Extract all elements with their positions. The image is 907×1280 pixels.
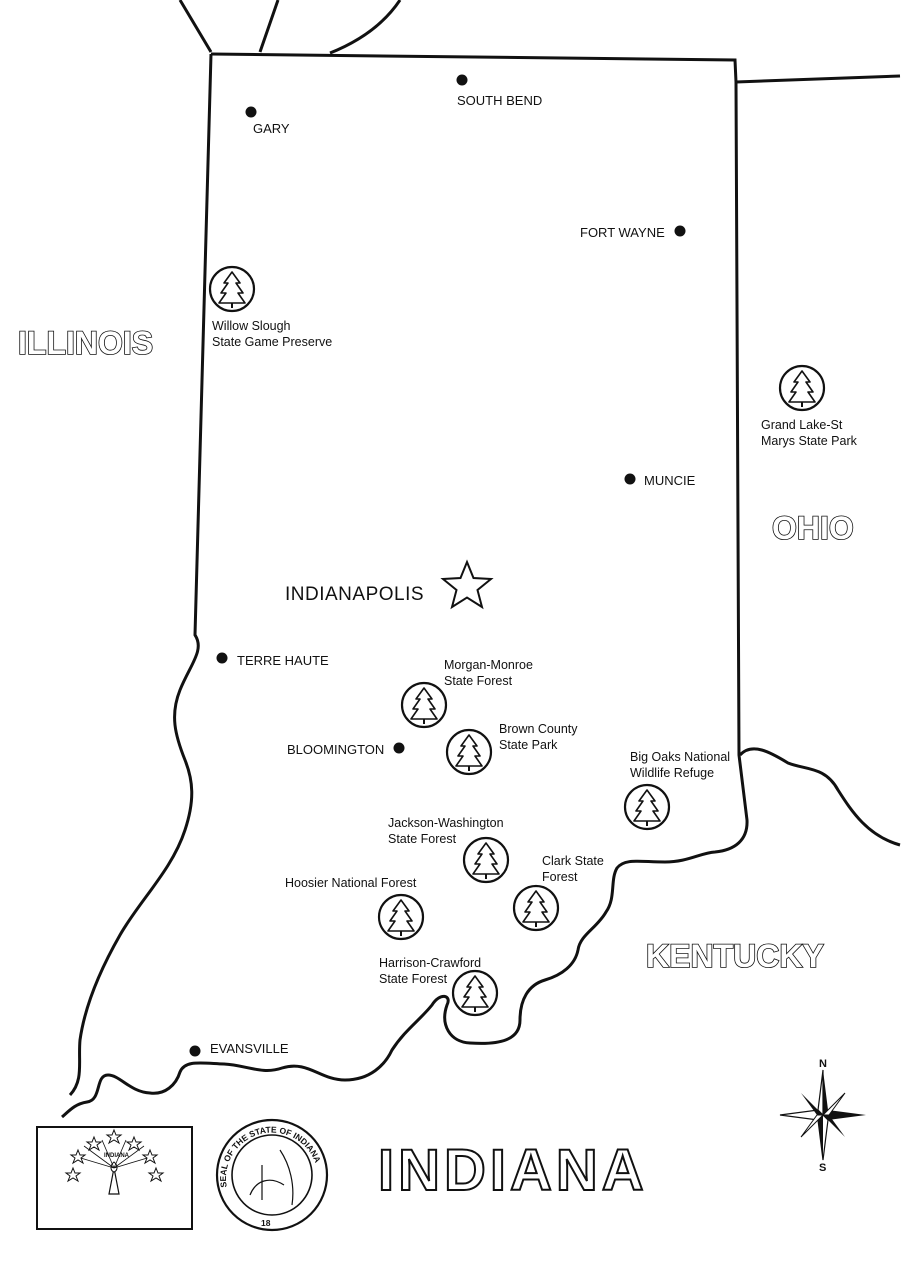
park-label-line1: Morgan-Monroe <box>444 658 533 672</box>
city-dot <box>189 1045 201 1057</box>
park-label-line2: State Forest <box>444 674 513 688</box>
city-terre-haute: TERRE HAUTE <box>216 652 329 668</box>
ohio-label: OHIO <box>772 510 854 546</box>
city-dot <box>624 473 636 485</box>
tree-icon <box>208 265 256 313</box>
seal-year: 18 <box>261 1218 271 1228</box>
city-dot <box>393 742 405 754</box>
park-brown-county: Brown County State Park <box>445 722 578 776</box>
park-label-line1: Clark State <box>542 854 604 868</box>
ohio-river-east <box>738 747 901 847</box>
state-seal: SEAL OF THE STATE OF INDIANA 18 <box>215 1118 329 1232</box>
flag-banner: INDIANA <box>104 1153 130 1159</box>
park-label-line1: Hoosier National Forest <box>285 876 417 890</box>
park-jackson-washington: Jackson-Washington State Forest <box>388 816 510 884</box>
city-evansville: EVANSVILLE <box>189 1041 289 1057</box>
park-label-line2: State Park <box>499 738 558 752</box>
city-dot <box>674 225 686 237</box>
star-icon <box>440 559 494 610</box>
city-dot <box>245 106 257 118</box>
park-label-line2: State Game Preserve <box>212 335 332 349</box>
park-label-line2: Wildlife Refuge <box>630 766 714 780</box>
park-label-line2: Marys State Park <box>761 434 858 448</box>
page-title: INDIANA <box>378 1138 648 1203</box>
city-dot <box>456 74 468 86</box>
park-label-line1: Jackson-Washington <box>388 816 504 830</box>
park-hoosier-national-forest: Hoosier National Forest <box>285 876 425 941</box>
park-clark-state-forest: Clark State Forest <box>512 854 604 932</box>
torch-icon <box>73 1139 155 1195</box>
park-label-line2: State Forest <box>388 832 457 846</box>
park-label-line2: Forest <box>542 870 578 884</box>
park-label-line1: Big Oaks National <box>630 750 730 764</box>
compass-north: N <box>819 1058 827 1070</box>
city-label: TERRE HAUTE <box>237 653 329 668</box>
park-label-line1: Willow Slough <box>212 319 291 333</box>
illinois-label: ILLINOIS <box>18 325 153 361</box>
park-label-line1: Grand Lake-St <box>761 418 843 432</box>
lake-michigan-shore <box>178 0 402 55</box>
park-label-line1: Brown County <box>499 722 578 736</box>
kentucky-label: KENTUCKY <box>646 938 824 974</box>
city-south-bend: SOUTH BEND <box>456 74 542 108</box>
compass-rose-icon: N S <box>779 1058 866 1174</box>
tree-icon <box>512 884 560 932</box>
city-bloomington: BLOOMINGTON <box>287 742 405 757</box>
city-label: SOUTH BEND <box>457 93 542 108</box>
indiana-flag: INDIANA <box>36 1126 193 1230</box>
city-label: GARY <box>253 121 290 136</box>
city-label: BLOOMINGTON <box>287 742 384 757</box>
city-label: MUNCIE <box>644 473 696 488</box>
park-label-line2: State Forest <box>379 972 448 986</box>
michigan-ohio-border <box>735 74 901 84</box>
tree-icon <box>623 783 671 831</box>
tree-icon <box>445 728 493 776</box>
park-grand-lake: Grand Lake-St Marys State Park <box>761 364 858 448</box>
compass-south: S <box>819 1162 826 1174</box>
tree-icon <box>778 364 826 412</box>
tree-icon <box>462 836 510 884</box>
park-big-oaks: Big Oaks National Wildlife Refuge <box>623 750 730 831</box>
city-fort-wayne: FORT WAYNE <box>580 225 686 240</box>
city-dot <box>216 652 228 664</box>
park-label-line1: Harrison-Crawford <box>379 956 481 970</box>
park-morgan-monroe: Morgan-Monroe State Forest <box>400 658 533 729</box>
indiana-outline <box>61 52 749 1119</box>
capital-indianapolis: INDIANAPOLIS <box>285 559 494 610</box>
tree-icon <box>451 969 499 1017</box>
tree-icon <box>377 893 425 941</box>
city-muncie: MUNCIE <box>624 473 696 488</box>
capital-label: INDIANAPOLIS <box>285 584 424 605</box>
park-willow-slough: Willow Slough State Game Preserve <box>208 265 332 349</box>
park-harrison-crawford: Harrison-Crawford State Forest <box>379 956 499 1017</box>
tree-icon <box>400 681 448 729</box>
city-gary: GARY <box>245 106 290 136</box>
city-label: EVANSVILLE <box>210 1041 289 1056</box>
wabash-border <box>68 53 213 1097</box>
city-label: FORT WAYNE <box>580 225 665 240</box>
